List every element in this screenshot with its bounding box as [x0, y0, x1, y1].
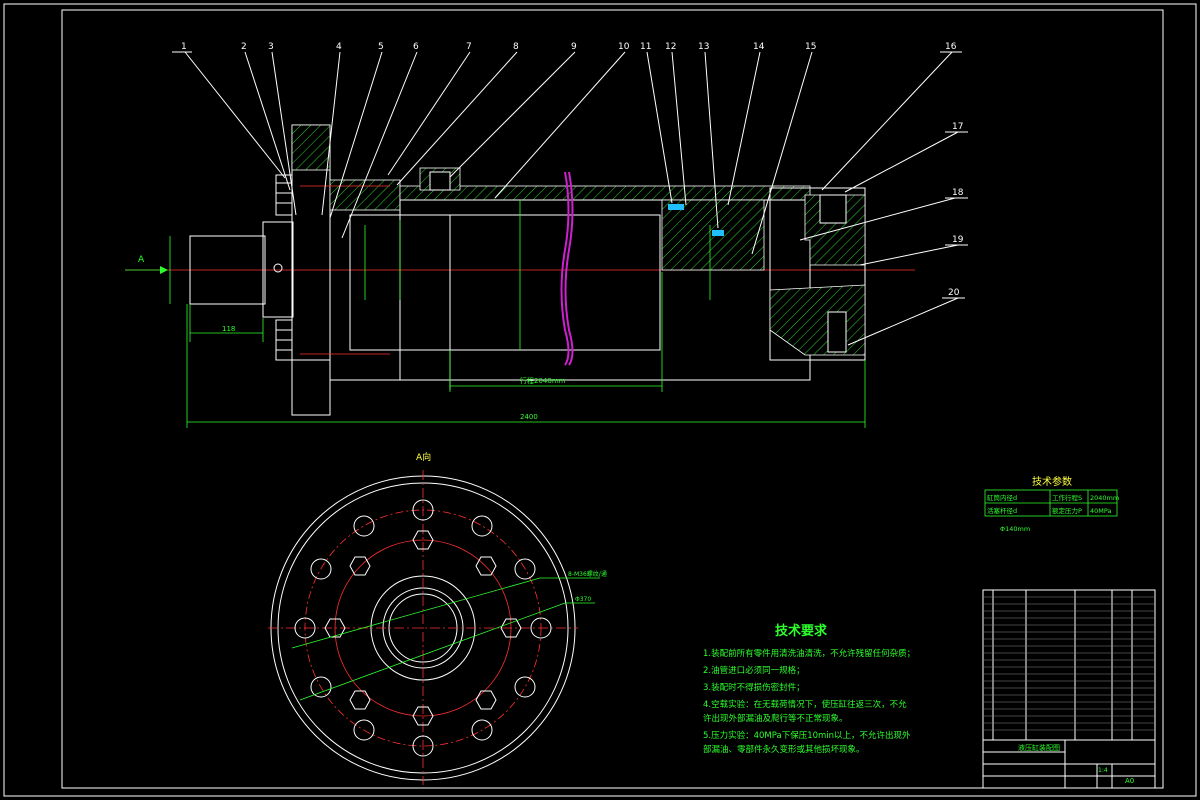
- outer-bolt-holes: [294, 499, 552, 757]
- guide-sleeve-top: [329, 179, 401, 211]
- tech-req-title: 技术要求: [775, 623, 828, 639]
- flange-bolts-top: [275, 174, 293, 216]
- part-label-13: 13: [698, 42, 709, 52]
- part-label-11: 11: [640, 42, 651, 52]
- param-row1-k2: 工作行程S: [1052, 493, 1082, 502]
- tech-requirements: 技术要求 1.装配前所有零件用清洗油清洗，不允许残留任何杂质； 2.油管进口必须…: [703, 623, 915, 755]
- param-row2-k2: 额定压力P: [1052, 506, 1082, 515]
- tech-params: 技术参数 缸筒内径d 工作行程S 2040mm 活塞杆径d 额定压力P 40MP…: [984, 475, 1119, 533]
- part-label-18: 18: [952, 188, 964, 198]
- bom-table: [982, 589, 1156, 741]
- flange-boss-bottom: [291, 359, 331, 416]
- title-block-name: 液压缸装配图: [1018, 743, 1060, 752]
- a-direction-view: A向: [268, 451, 607, 785]
- tech-req-line-7: 部漏油、零部件永久变形或其他损坏现象。: [703, 744, 865, 755]
- dim-stroke: 行程2040mm: [520, 376, 566, 385]
- part-label-12: 12: [665, 42, 676, 52]
- bolt-callout-2: Φ370: [575, 596, 591, 603]
- tech-req-line-1: 1.装配前所有零件用清洗油清洗，不允许残留任何杂质；: [703, 648, 915, 659]
- part-label-6: 6: [413, 42, 419, 52]
- outer-frame: [3, 3, 1197, 797]
- rear-cap-hatch-bottom: [769, 284, 866, 356]
- part-label-3: 3: [268, 42, 274, 52]
- part-label-5: 5: [378, 42, 384, 52]
- part-label-19: 19: [952, 235, 964, 245]
- tech-req-line-3: 3.装配时不得损伤密封件；: [703, 682, 805, 693]
- param-note: Φ140mm: [1000, 525, 1030, 533]
- part-label-4: 4: [336, 42, 342, 52]
- rod-hole: [273, 263, 283, 273]
- break-line: [560, 171, 570, 366]
- title-block-scale: 1:4: [1098, 767, 1108, 774]
- param-row1-k1: 缸筒内径d: [987, 493, 1017, 502]
- piston-seal-1: [668, 204, 684, 210]
- part-label-2: 2: [241, 42, 247, 52]
- piston-rod: [349, 214, 661, 351]
- part-label-7: 7: [466, 42, 472, 52]
- tech-req-line-4: 4.空载实验：在无载荷情况下，使压缸往返三次，不允: [703, 699, 907, 710]
- part-label-1: 1: [181, 42, 187, 52]
- param-row2-v2: 40MPa: [1090, 507, 1112, 515]
- part-label-16: 16: [945, 42, 957, 52]
- title-block-sheet: A0: [1125, 777, 1134, 785]
- part-label-20: 20: [948, 288, 960, 298]
- bolt-callout-1: 8-M36螺纹/通: [568, 570, 607, 578]
- rod-head: [262, 221, 294, 318]
- part-label-15: 15: [805, 42, 816, 52]
- tech-req-line-5: 许出现外部漏油及爬行等不正常现象。: [703, 713, 848, 724]
- part-label-8: 8: [513, 42, 519, 52]
- part-label-9: 9: [571, 42, 577, 52]
- rod-end: [189, 235, 266, 305]
- tech-req-line-2: 2.油管进口必须同一规格；: [703, 665, 805, 676]
- rear-port: [819, 194, 847, 224]
- dim-118: 118: [222, 325, 235, 333]
- section-view: 118 行程2040mm 2400 A: [125, 124, 915, 428]
- inner-hex-bolts: [324, 530, 522, 726]
- part-label-14: 14: [753, 42, 765, 52]
- param-row2-k1: 活塞杆径d: [987, 506, 1017, 515]
- tech-req-line-6: 5.压力实验：40MPa下保压10min以上，不允许出现外: [703, 730, 911, 741]
- part-label-17: 17: [952, 122, 963, 132]
- tech-params-title: 技术参数: [1032, 475, 1072, 488]
- barrel-top-wall: [399, 185, 811, 201]
- part-callouts: 1 2 3 4 5 6 7 8 9 10 11 12 13 14 15 16 1…: [172, 42, 968, 346]
- bom-rows: [983, 596, 1155, 731]
- bom-and-title-block: 液压缸装配图 1:4 A0: [982, 589, 1156, 789]
- param-row1-v2: 2040mm: [1090, 494, 1119, 502]
- arrow-a-label: A: [138, 255, 145, 265]
- view-a-label: A向: [416, 451, 431, 463]
- part-label-10: 10: [618, 42, 630, 52]
- rear-port-bottom: [827, 311, 847, 353]
- flange-boss-top: [291, 124, 331, 171]
- rear-cap: [769, 187, 866, 361]
- piston-seal-2: [712, 230, 724, 236]
- flange-bolts-bottom: [275, 319, 293, 361]
- dim-total-length: 2400: [520, 413, 538, 421]
- inner-frame: [61, 9, 1164, 789]
